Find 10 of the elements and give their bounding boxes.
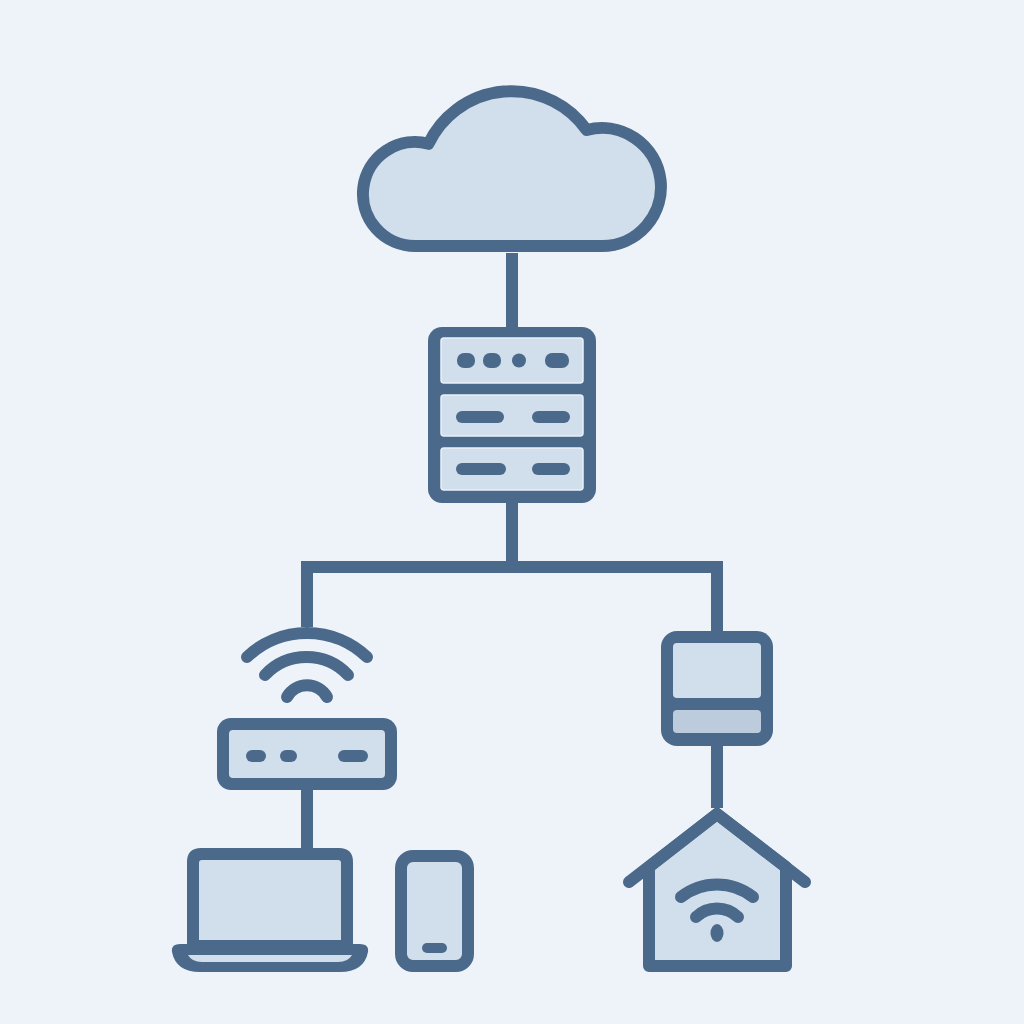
connector-line bbox=[506, 253, 518, 327]
server-icon bbox=[428, 327, 596, 503]
laptop-icon bbox=[171, 848, 369, 972]
wifi-router-icon bbox=[217, 627, 397, 790]
gateway-device-icon bbox=[661, 631, 773, 746]
smart-home-icon bbox=[623, 808, 811, 972]
smartphone-icon bbox=[395, 850, 474, 972]
cloud-icon bbox=[356, 84, 668, 253]
connector-line bbox=[711, 746, 723, 808]
connector-line bbox=[301, 790, 313, 848]
